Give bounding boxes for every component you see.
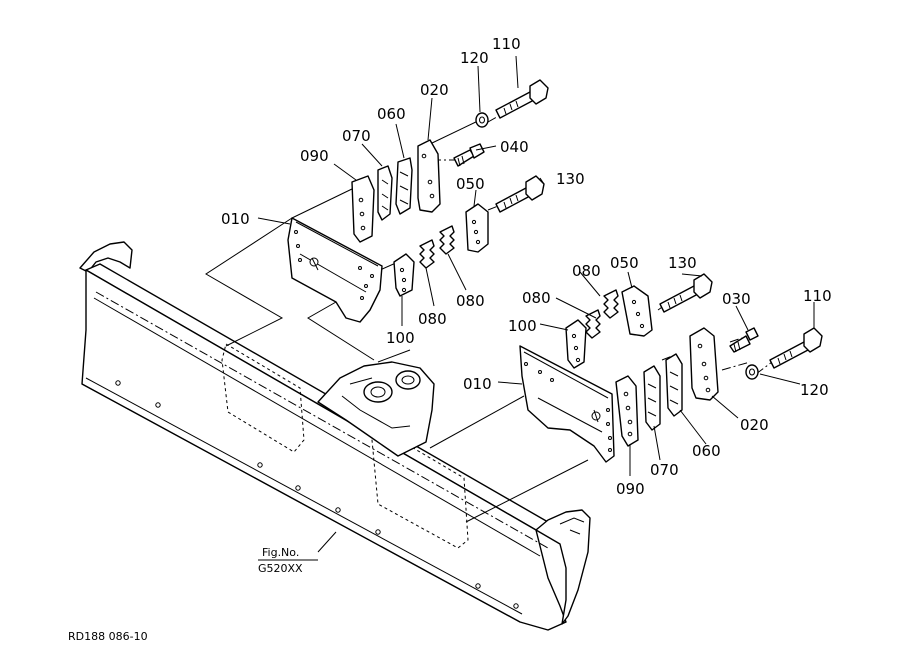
dozer-blade xyxy=(79,241,591,631)
label-020-right: 020 xyxy=(740,416,769,434)
label-100-top: 100 xyxy=(386,329,415,347)
label-080-right-a: 080 xyxy=(572,262,601,280)
label-120-right: 120 xyxy=(800,381,829,399)
label-050-top: 050 xyxy=(456,175,485,193)
label-020-top: 020 xyxy=(420,81,449,99)
lower-part-group xyxy=(519,273,823,463)
part-labels: 110 120 020 060 070 040 090 050 130 010 … xyxy=(221,35,832,498)
label-080-right-b: 080 xyxy=(522,289,551,307)
label-130-top: 130 xyxy=(556,170,585,188)
label-130-right: 130 xyxy=(668,254,697,272)
label-110-top: 110 xyxy=(492,35,521,53)
label-110-right: 110 xyxy=(803,287,832,305)
figure-reference: Fig.No. G520XX RD188 086-10 xyxy=(68,546,318,643)
label-070-top: 070 xyxy=(342,127,371,145)
drawing-code: RD188 086-10 xyxy=(68,630,148,643)
label-120-top: 120 xyxy=(460,49,489,67)
label-060-right: 060 xyxy=(692,442,721,460)
label-070-right: 070 xyxy=(650,461,679,479)
fig-number-code: G520XX xyxy=(258,562,303,575)
label-010-right: 010 xyxy=(463,375,492,393)
label-080-top-b: 080 xyxy=(456,292,485,310)
label-030: 030 xyxy=(722,290,751,308)
label-040: 040 xyxy=(500,138,529,156)
label-100-right: 100 xyxy=(508,317,537,335)
label-090-right: 090 xyxy=(616,480,645,498)
label-050-right: 050 xyxy=(610,254,639,272)
label-010-top: 010 xyxy=(221,210,250,228)
label-080-top-a: 080 xyxy=(418,310,447,328)
fig-number-label: Fig.No. xyxy=(262,546,299,559)
label-090-top: 090 xyxy=(300,147,329,165)
label-leaders xyxy=(257,55,815,553)
label-060-top: 060 xyxy=(377,105,406,123)
upper-part-group xyxy=(287,79,549,323)
